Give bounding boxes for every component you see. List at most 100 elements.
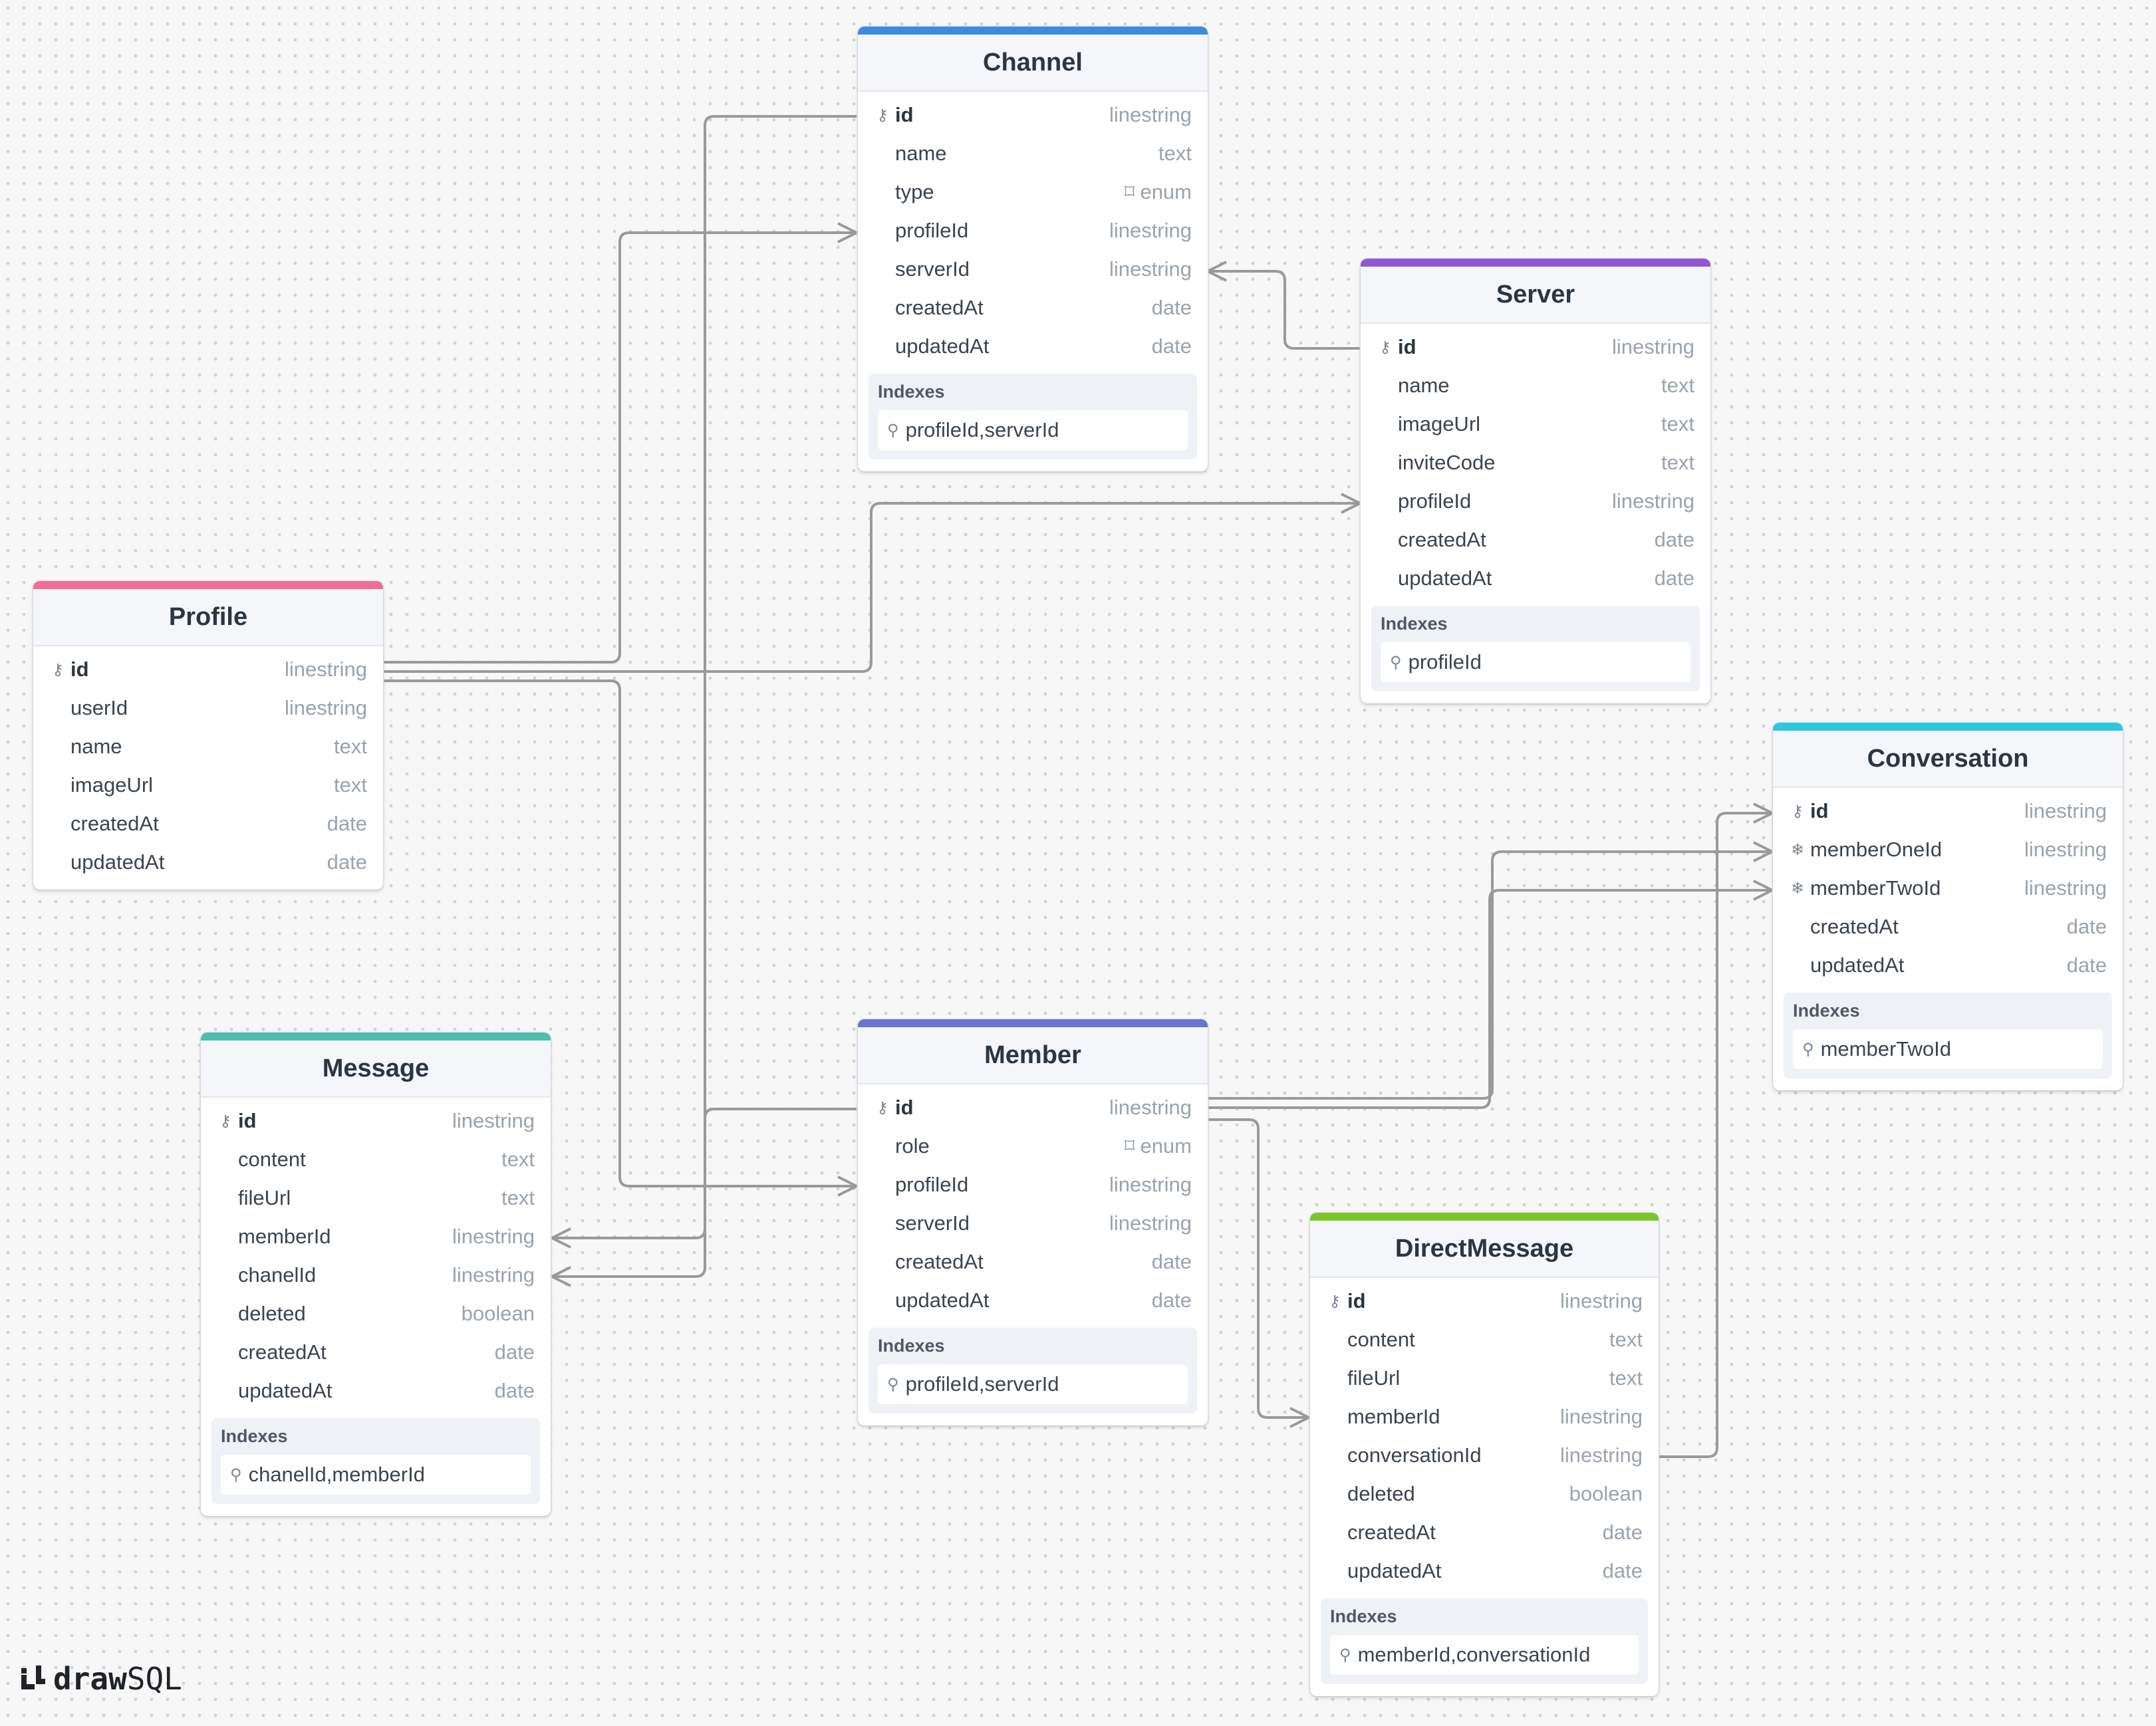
index-item[interactable]: ⚲memberId,conversationId	[1330, 1635, 1639, 1675]
indexes-title: Indexes	[1381, 614, 1448, 634]
index-item[interactable]: ⚲memberTwoId	[1793, 1029, 2103, 1069]
edge-member-conversation-one[interactable]	[1208, 850, 1772, 1100]
indexes-title: Indexes	[878, 1336, 945, 1356]
column-name: memberId	[1347, 1405, 1440, 1428]
column-name: id	[895, 1096, 914, 1119]
edge-profile-server[interactable]	[383, 502, 1360, 673]
column-type: linestring	[1559, 1405, 1643, 1428]
column-type: text	[1609, 1366, 1643, 1390]
table-header[interactable]: DirectMessage	[1310, 1213, 1659, 1278]
enum-icon: ⌑	[1124, 180, 1135, 203]
edge-server-channel[interactable]	[1208, 270, 1360, 350]
index-item[interactable]: ⚲profileId,serverId	[878, 410, 1188, 450]
table-title: Message	[322, 1054, 430, 1082]
column-name: memberOneId	[1810, 838, 1943, 861]
index-item[interactable]: ⚲profileId	[1381, 642, 1690, 682]
edge-profile-channel[interactable]	[383, 231, 857, 664]
table-header[interactable]: Profile	[33, 581, 383, 646]
index-item[interactable]: ⚲chanelId,memberId	[221, 1455, 531, 1495]
column-type: date	[1602, 1559, 1643, 1582]
table-header[interactable]: Message	[201, 1033, 551, 1098]
index-columns: memberTwoId	[1820, 1037, 1951, 1060]
indexes-section: Indexes ⚲memberId,conversationId	[1321, 1598, 1648, 1684]
column-type: date	[1151, 296, 1192, 319]
edge-profile-member[interactable]	[383, 679, 857, 1187]
table-header[interactable]: Conversation	[1773, 723, 2123, 788]
column-type: linestring	[452, 1109, 535, 1132]
table-header[interactable]: Server	[1361, 259, 1710, 324]
column-row[interactable]: type⌑enum	[858, 173, 1208, 211]
edge-conversation-directmessage[interactable]	[1659, 812, 1772, 1458]
column-type: boolean	[1569, 1482, 1643, 1505]
column-type: text	[1609, 1328, 1643, 1351]
edge-member-message[interactable]	[552, 1108, 857, 1239]
column-type: linestring	[452, 1225, 535, 1248]
column-type: linestring	[1611, 489, 1694, 513]
edge-member-conversation-two[interactable]	[1208, 889, 1772, 1109]
index-icon: ⚲	[887, 421, 899, 439]
column-row[interactable]: memberId linestring	[1310, 1398, 1659, 1436]
column-row[interactable]: role⌑enum	[858, 1127, 1208, 1166]
drawsql-logo[interactable]: drawSQL	[20, 1661, 182, 1697]
table-header[interactable]: Member	[858, 1019, 1208, 1084]
index-icon: ⚲	[230, 1465, 242, 1484]
index-item[interactable]: ⚲profileId,serverId	[878, 1364, 1188, 1404]
table-header[interactable]: Channel	[858, 27, 1208, 92]
edge-member-conversation-one-crowfoot	[1753, 841, 1773, 862]
edge-member-directmessage[interactable]	[1208, 1118, 1309, 1419]
edge-channel-message[interactable]	[552, 115, 857, 1278]
